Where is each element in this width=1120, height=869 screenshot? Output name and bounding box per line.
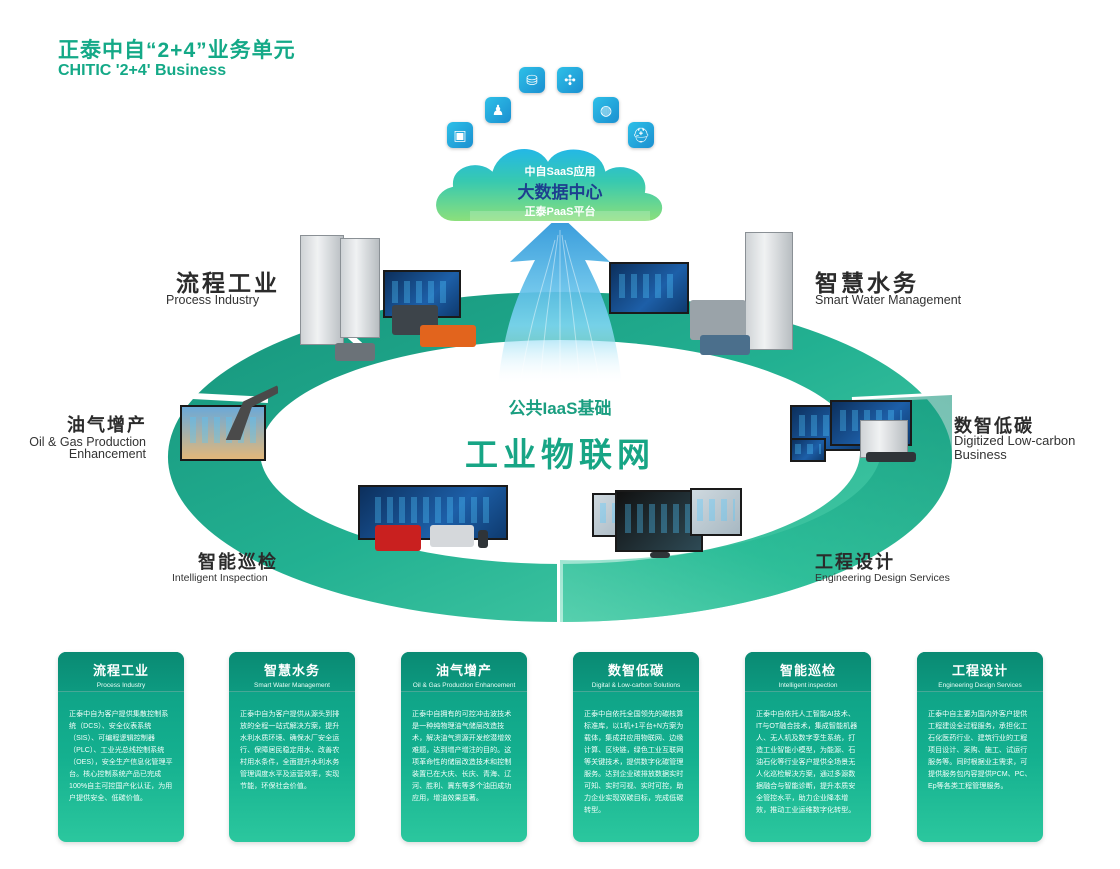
card-process-industry: 流程工业 Process Industry 正泰中自为客户提供集散控制系统（DC… (58, 652, 184, 842)
segment-inspection-en: Intelligent Inspection (172, 572, 268, 584)
segment-smart-water-en: Smart Water Management (815, 293, 962, 307)
page-subtitle: CHITIC '2+4' Business (58, 62, 227, 79)
card-smart-water: 智慧水务 Smart Water Management 正泰中自为客户提供从源头… (229, 652, 355, 842)
segment-low-carbon-en: Digitized Low-carbon Business (954, 433, 1076, 462)
card-body: 正泰中自为客户提供从源头到排放的全程一站式解决方案，提升水利水质环境、确保水厂安… (240, 710, 340, 790)
card-body: 正泰中自主要为国内外客户提供工程建设全过程服务，承担化工石化医药行业、建筑行业的… (928, 710, 1032, 790)
page-title: 正泰中自“2+4”业务单元 (58, 39, 296, 62)
card-subtitle: Smart Water Management (254, 682, 330, 689)
card-subtitle: Process Industry (96, 682, 146, 689)
segment-oil-gas-en: Oil & Gas Production Enhancement (29, 435, 146, 461)
card-body: 正泰中自拥有的可控冲击波技术是一种纯物理油气储层改造技术，解决油气资源开发挖潜增… (412, 710, 512, 802)
saas-label: 中自SaaS应用 (524, 166, 596, 178)
card-oil-gas: 油气增产 Oil & Gas Production Enhancement 正泰… (401, 652, 527, 842)
card-title: 数智低碳 (607, 663, 664, 678)
card-title: 油气增产 (435, 663, 492, 678)
segment-engineering-title: 工程设计 (815, 552, 895, 572)
card-subtitle: Intelligent inspection (778, 682, 838, 689)
card-engineering-design: 工程设计 Engineering Design Services 正泰中自主要为… (917, 652, 1043, 842)
paas-label: 正泰PaaS平台 (524, 206, 596, 218)
iot-label: 工业物联网 (465, 436, 655, 473)
monitor-icon: ▣ (447, 122, 473, 148)
segment-low-carbon-title: 数智低碳 (954, 416, 1034, 436)
iaas-label: 公共IaaS基础 (508, 399, 612, 418)
card-title: 工程设计 (951, 663, 1008, 678)
segment-process-industry-en: Process Industry (166, 293, 260, 307)
card-low-carbon: 数智低碳 Digital & Low-carbon Solutions 正泰中自… (573, 652, 699, 842)
segment-engineering-en: Engineering Design Services (815, 572, 950, 584)
card-title: 流程工业 (92, 663, 149, 678)
card-title: 智慧水务 (263, 663, 320, 678)
big-data-label: 大数据中心 (517, 183, 603, 202)
worker-icon: ♟ (485, 97, 511, 123)
card-subtitle: Digital & Low-carbon Solutions (591, 682, 681, 689)
segment-smart-water-title: 智慧水务 (815, 270, 919, 296)
network-icon: ✣ (557, 67, 583, 93)
database-icon: ⛁ (519, 67, 545, 93)
business-ring-diagram (167, 146, 953, 623)
card-body: 正泰中自依托全国领先的碳核算标准库，以1机+1平台+N方案为载体，集成并应用物联… (584, 710, 684, 814)
card-title: 智能巡检 (779, 663, 836, 678)
segment-oil-gas-title: 油气增产 (67, 415, 147, 435)
card-body: 正泰中自为客户提供集散控制系统（DCS）、安全仪表系统（SIS）、可编程逻辑控制… (69, 710, 173, 802)
segment-inspection-title: 智能巡检 (198, 552, 278, 572)
card-body: 正泰中自依托人工智能AI技术、IT与OT融合技术，集成智能机器人、无人机及数字孪… (756, 710, 858, 814)
globe-icon: ◍ (593, 97, 619, 123)
segment-process-industry-title: 流程工业 (176, 270, 280, 296)
engineer-icon: ⛑ (628, 122, 654, 148)
card-intelligent-inspection: 智能巡检 Intelligent inspection 正泰中自依托人工智能AI… (745, 652, 871, 842)
card-subtitle: Engineering Design Services (938, 682, 1022, 689)
card-subtitle: Oil & Gas Production Enhancement (412, 682, 516, 689)
